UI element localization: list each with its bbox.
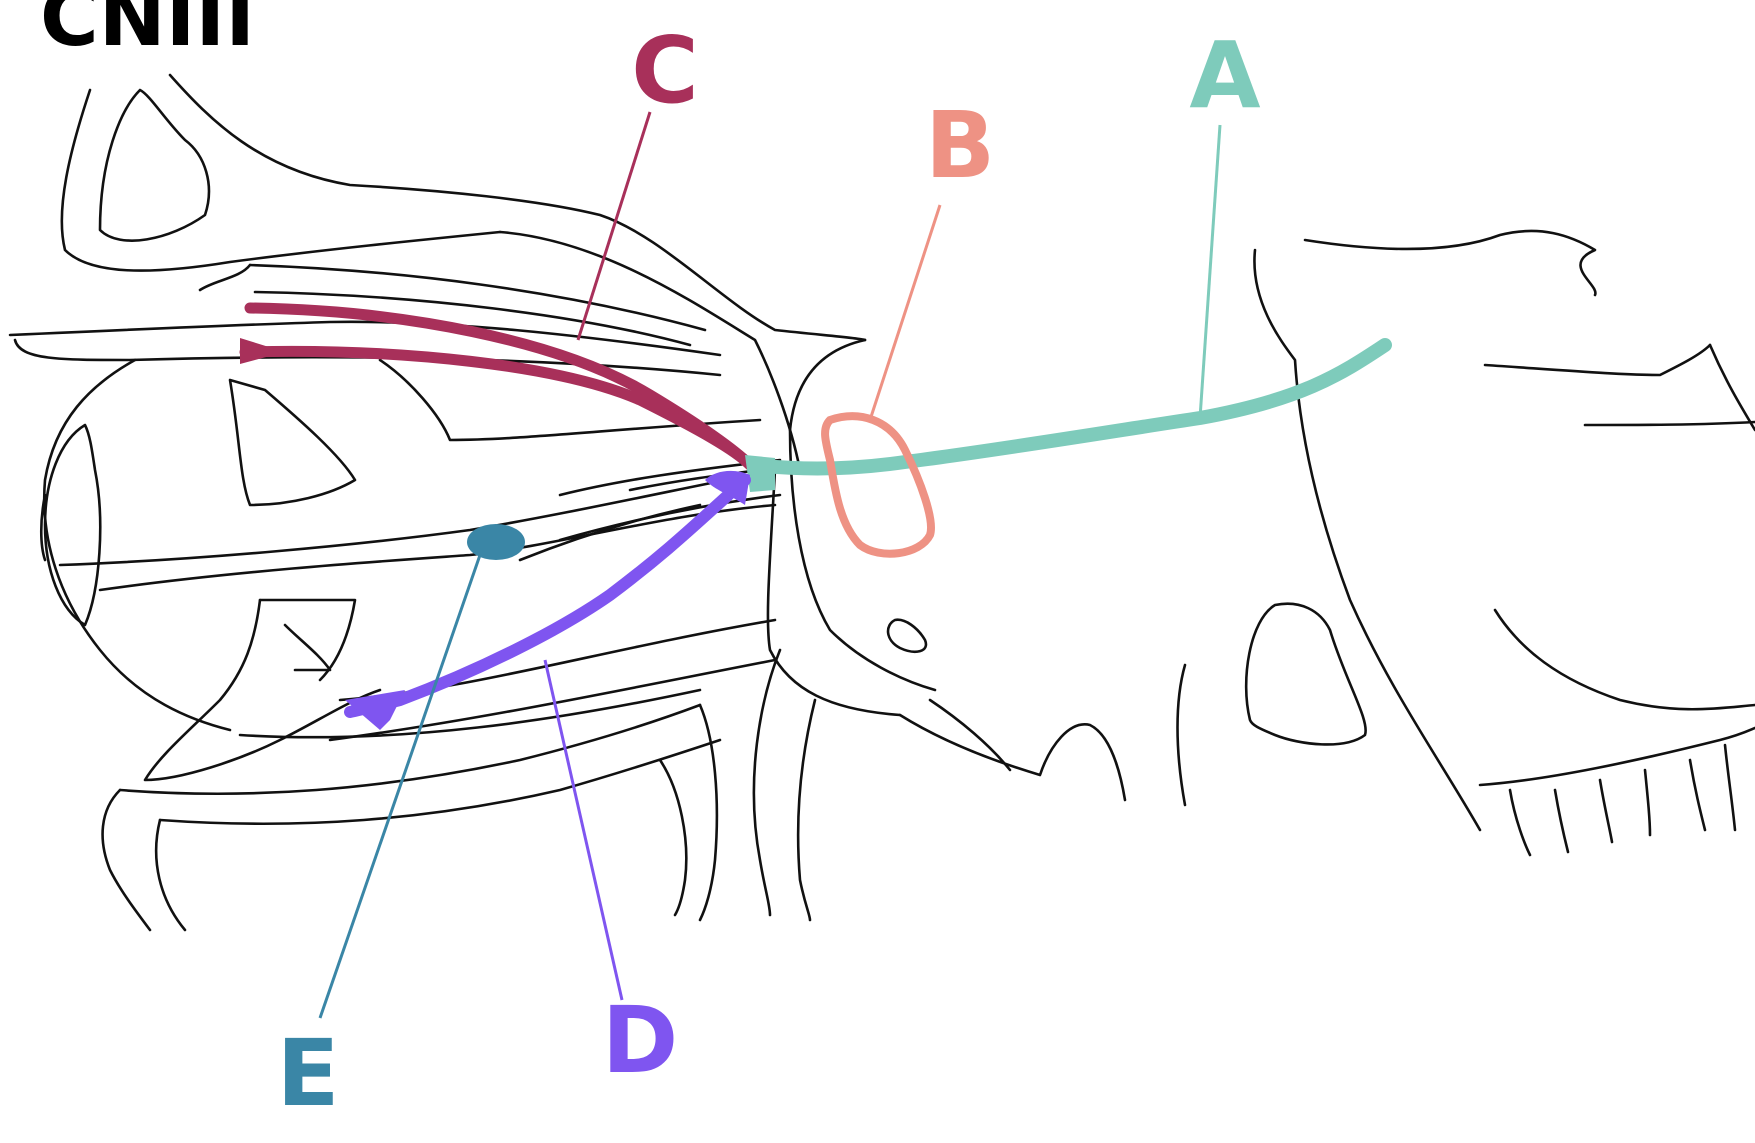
ciliary-ganglion [467,524,525,560]
oculomotor-nerve-trunk [748,338,1392,476]
superior-division-lower-branch [239,345,756,471]
leader-line-c [576,111,652,341]
superior-division-upper-branch [244,302,756,471]
diagram-title: CNIII [40,0,255,64]
sphenoid-outline [788,338,937,692]
foramen [886,618,928,654]
label-d: D [602,987,678,1094]
superior-division [239,302,756,471]
label-e: E [277,1020,340,1127]
frontal-outline [60,88,502,272]
frontal-sinus [98,88,211,242]
inferior-division [344,470,751,730]
leader-line-a [1198,124,1222,419]
circled-region [821,412,935,558]
leader-line-b [868,204,942,421]
maxilla-outline [101,788,152,932]
leader-line-e [318,554,482,1019]
leader-line-d [543,659,624,1001]
label-b: B [925,92,995,199]
label-c: C [631,17,699,124]
label-a: A [1189,22,1260,129]
anatomy-outline [8,73,1755,932]
eyeball [43,358,232,732]
cornea [43,423,102,627]
